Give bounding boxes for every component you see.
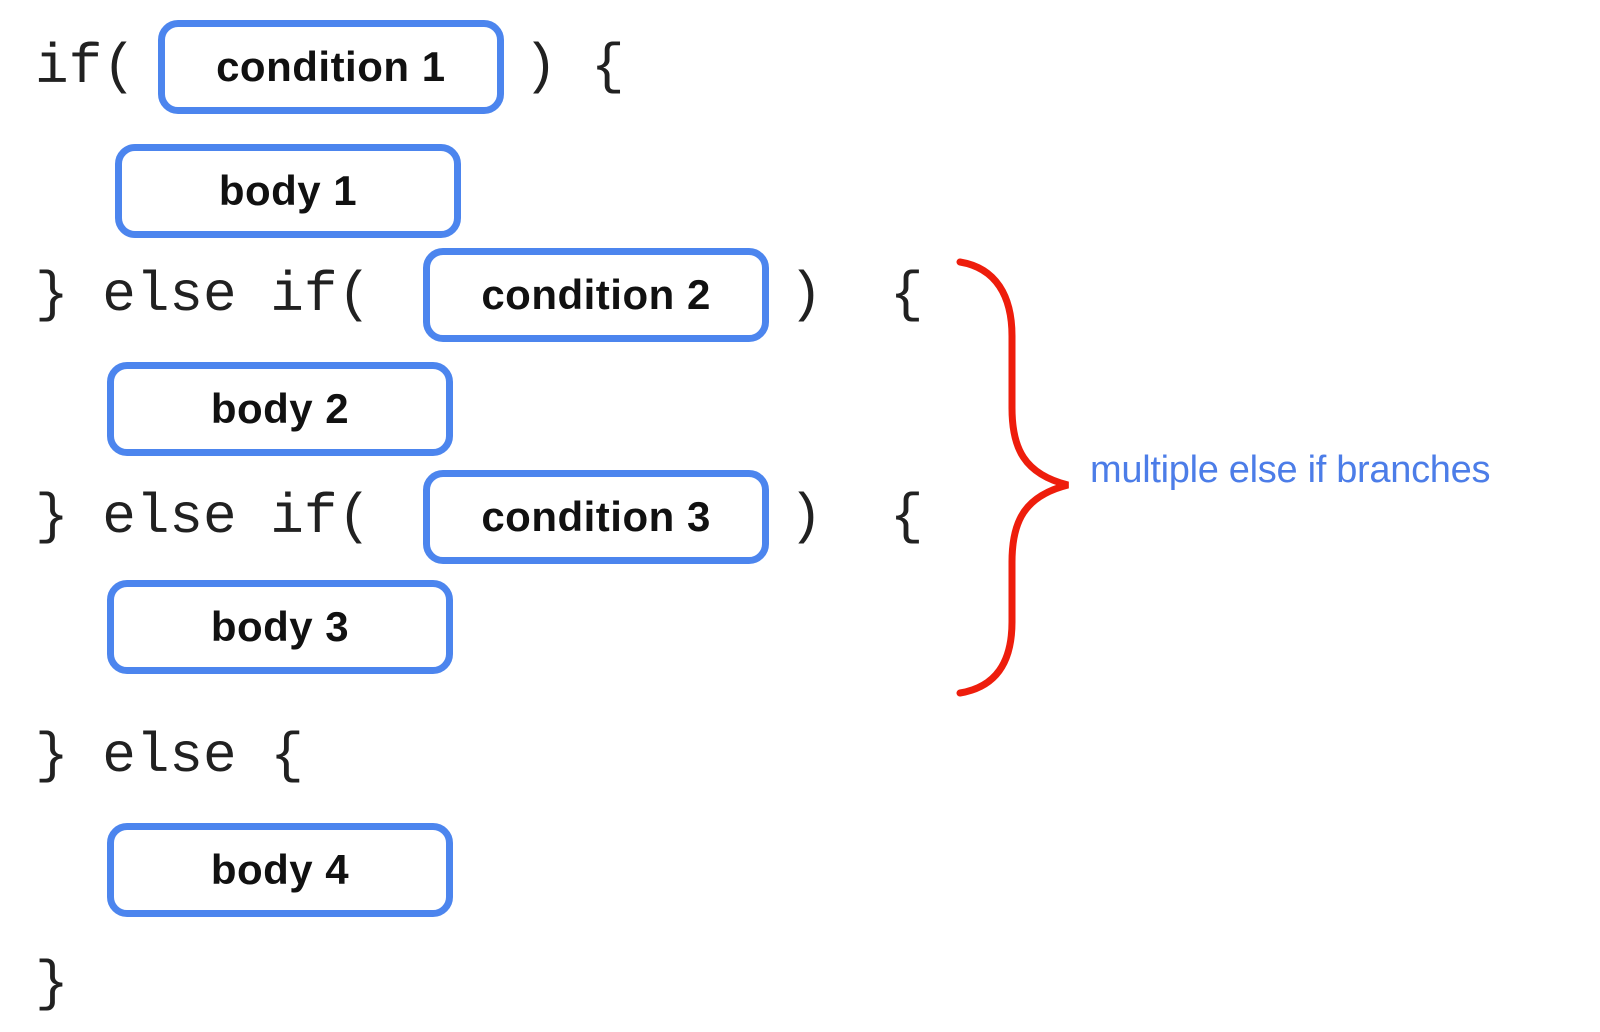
code-final-close: } [35,952,69,1016]
code-line-else-if-1: } else if( condition 2 ) { [35,248,923,342]
code-line-body-4: body 4 [107,823,453,917]
code-else-open: } else { [35,724,304,788]
code-if-close: ) { [523,35,625,99]
body-2-label: body 2 [210,385,350,432]
code-if-open: if( [35,35,136,99]
code-line-if: if( condition 1 ) { [35,20,625,114]
condition-1-label: condition 1 [216,43,446,90]
code-line-else-if-2: } else if( condition 3 ) { [35,470,923,564]
body-3-box: body 3 [107,580,453,674]
code-line-body-2: body 2 [107,362,453,456]
body-4-label: body 4 [210,846,350,893]
condition-3-label: condition 3 [481,493,711,540]
condition-2-label: condition 2 [481,271,711,318]
code-line-final-brace: } [35,950,69,1018]
condition-1-box: condition 1 [157,20,504,114]
code-else-if-1-close: ) { [789,263,924,327]
body-1-label: body 1 [218,166,358,214]
condition-2-box: condition 2 [423,248,770,342]
code-else-if-1-open: } else if( [35,263,372,327]
code-line-else: } else { [35,723,304,789]
code-else-if-2-open: } else if( [35,485,372,549]
condition-3-box: condition 3 [423,470,770,564]
annotation-label: multiple else if branches [1090,449,1491,491]
code-line-body-3: body 3 [107,580,453,674]
code-else-if-2-close: ) { [789,485,924,549]
body-4-box: body 4 [107,823,453,917]
body-2-box: body 2 [107,362,453,456]
curly-brace-icon [956,258,1069,697]
body-1-box: body 1 [115,143,461,238]
code-line-body-1: body 1 [115,143,461,238]
body-3-label: body 3 [210,603,350,650]
